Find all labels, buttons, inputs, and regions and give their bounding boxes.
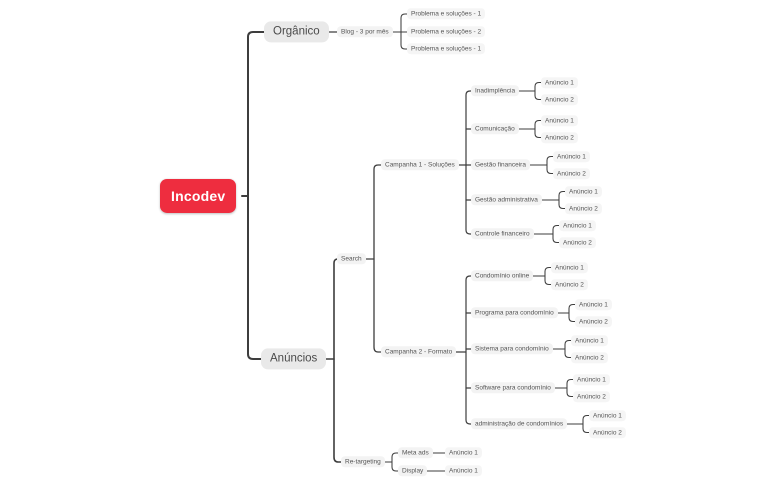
node-campanha-2[interactable]: Campanha 2 - Formato (381, 346, 457, 358)
node-administracao-de-condominios[interactable]: administração de condomínios (471, 418, 568, 430)
node-gestao-financeira[interactable]: Gestão financeira (471, 159, 530, 171)
ad-node[interactable]: Anúncio 1 (551, 261, 588, 274)
ad-node[interactable]: Anúncio 2 (551, 278, 588, 291)
ad-node[interactable]: Anúncio 1 (559, 219, 596, 232)
ad-node[interactable]: Anúncio 1 (571, 334, 608, 347)
node-organico[interactable]: Orgânico (264, 21, 329, 43)
ad-node[interactable]: Anúncio 1 (541, 114, 578, 127)
node-programa-para-condominio[interactable]: Programa para condomínio (471, 307, 558, 319)
ad-node[interactable]: Anúncio 1 (589, 409, 626, 422)
node-comunicacao[interactable]: Comunicação (471, 123, 519, 135)
node-inadimplencia[interactable]: Inadimplência (471, 85, 520, 97)
node-controle-financeiro[interactable]: Controle financeiro (471, 228, 534, 240)
ad-node[interactable]: Anúncio 2 (571, 351, 608, 364)
ad-node[interactable]: Anúncio 2 (575, 315, 612, 328)
post-node[interactable]: Problema e soluções - 1 (407, 8, 486, 20)
ad-node[interactable]: Anúncio 1 (445, 447, 482, 459)
ad-node[interactable]: Anúncio 2 (589, 426, 626, 439)
node-meta-ads[interactable]: Meta ads (398, 447, 433, 459)
ad-node[interactable]: Anúncio 2 (559, 236, 596, 249)
ad-node[interactable]: Anúncio 1 (575, 298, 612, 311)
ad-node[interactable]: Anúncio 1 (565, 185, 602, 198)
node-display[interactable]: Display (398, 465, 428, 477)
node-blog[interactable]: Blog - 3 por mês (337, 26, 393, 38)
node-software-para-condominio[interactable]: Software para condomínio (471, 382, 555, 394)
ad-node[interactable]: Anúncio 1 (445, 465, 482, 477)
ad-node[interactable]: Anúncio 1 (573, 373, 610, 386)
post-node[interactable]: Problema e soluções - 1 (407, 43, 486, 55)
post-node[interactable]: Problema e soluções - 2 (407, 26, 486, 38)
ad-node[interactable]: Anúncio 1 (541, 76, 578, 89)
node-condominio-online[interactable]: Condomínio online (471, 270, 534, 282)
ad-node[interactable]: Anúncio 2 (541, 93, 578, 106)
node-gestao-administrativa[interactable]: Gestão administrativa (471, 194, 542, 206)
node-campanha-1[interactable]: Campanha 1 - Soluções (381, 159, 459, 171)
node-retargeting[interactable]: Re-targeting (341, 456, 385, 468)
node-sistema-para-condominio[interactable]: Sistema para condomínio (471, 343, 553, 355)
node-search[interactable]: Search (337, 253, 366, 265)
ad-node[interactable]: Anúncio 2 (565, 202, 602, 215)
ad-node[interactable]: Anúncio 2 (541, 131, 578, 144)
node-anuncios[interactable]: Anúncios (261, 348, 327, 370)
ad-node[interactable]: Anúncio 2 (553, 167, 590, 180)
root-node-incodev[interactable]: Incodev (160, 178, 237, 214)
ad-node[interactable]: Anúncio 1 (553, 150, 590, 163)
ad-node[interactable]: Anúncio 2 (573, 390, 610, 403)
